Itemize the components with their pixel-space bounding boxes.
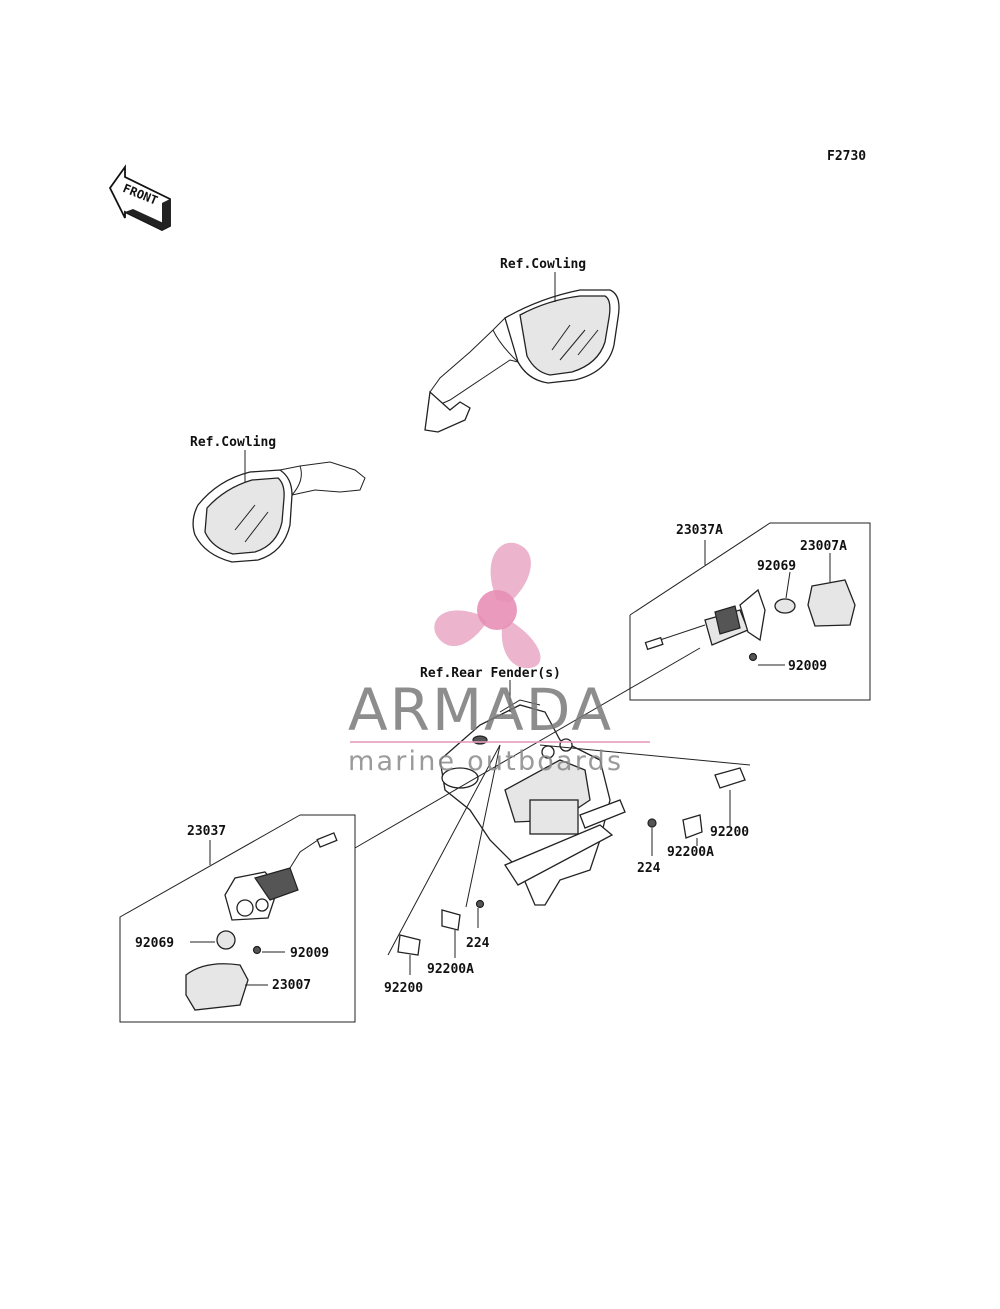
rear-fender-bracket [439, 699, 626, 906]
label-92200-right: 92200 [710, 825, 749, 840]
label-92069-left: 92069 [135, 936, 174, 951]
propeller-logo-icon [434, 542, 541, 669]
label-92009-left: 92009 [290, 946, 329, 961]
label-92009-right: 92009 [788, 659, 827, 674]
turn-signal-right-group [629, 522, 871, 701]
label-92200-center: 92200 [384, 981, 423, 996]
label-92069-right: 92069 [757, 559, 796, 574]
label-92200A-center: 92200A [427, 962, 474, 977]
label-224-center: 224 [466, 936, 490, 951]
label-92200A-right: 92200A [667, 845, 714, 860]
mirror-left [192, 461, 366, 563]
watermark-tagline: marine outboards [348, 746, 623, 777]
label-ref-rear-fender: Ref.Rear Fender(s) [420, 666, 561, 681]
label-224-right: 224 [637, 861, 661, 876]
front-arrow-icon: FRONT [108, 164, 171, 232]
plate-mount-center [397, 899, 485, 975]
figure-code: F2730 [827, 149, 866, 164]
turn-signal-left-group [119, 814, 356, 1023]
mirror-right [424, 289, 620, 433]
label-23007A: 23007A [800, 539, 847, 554]
label-23007: 23007 [272, 978, 311, 993]
label-23037: 23037 [187, 824, 226, 839]
armada-watermark: ARMADA marine outboards [348, 542, 650, 777]
watermark-name: ARMADA [348, 676, 613, 744]
label-23037A: 23037A [676, 523, 723, 538]
label-ref-cowling-left: Ref.Cowling [190, 435, 276, 450]
plate-mount-right [647, 767, 746, 856]
label-ref-cowling-upper: Ref.Cowling [500, 257, 586, 272]
